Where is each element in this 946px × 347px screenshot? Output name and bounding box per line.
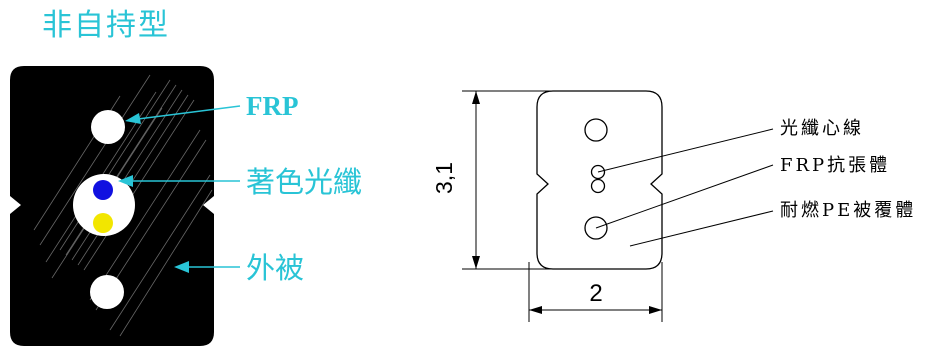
drawing-frp-top [584,118,608,142]
cable-cross-section [10,66,214,346]
frp-pointer-line [137,105,241,120]
diagram-title: 非自持型 [42,8,170,43]
leader-frp [595,164,774,229]
label-frp-tension: FRP抗張體 [780,155,891,176]
label-frp: FRP [246,91,299,121]
colored-fiber-buffer [73,174,135,236]
fiber-yellow [93,213,113,233]
left-pointers [118,105,241,273]
leader-jacket [629,210,774,247]
frp-rod-bottom [90,275,124,309]
drawing-outline [536,90,663,270]
jacket-pointer-arrow [174,261,189,273]
frp-rod-top [91,110,125,144]
label-colored-fiber: 著色光纖 [246,165,363,199]
frp-pointer-arrow [125,113,141,124]
drawing-fiber-lower [590,178,606,194]
fiber-pointer-arrow [118,175,133,187]
drawing-frp-bottom [584,216,608,240]
label-pe-jacket: 耐燃PE被覆體 [780,200,917,221]
drawing-fiber-upper [590,164,606,180]
label-fiber-core: 光纖心線 [780,118,864,139]
technical-drawing [462,90,774,322]
leader-fiber-core [597,128,774,173]
dim-height-label: 3,1 [431,162,457,194]
fiber-blue [93,180,113,200]
dimension-arrows [472,91,662,314]
dim-width-label: 2 [589,280,602,307]
label-jacket: 外被 [246,251,305,285]
